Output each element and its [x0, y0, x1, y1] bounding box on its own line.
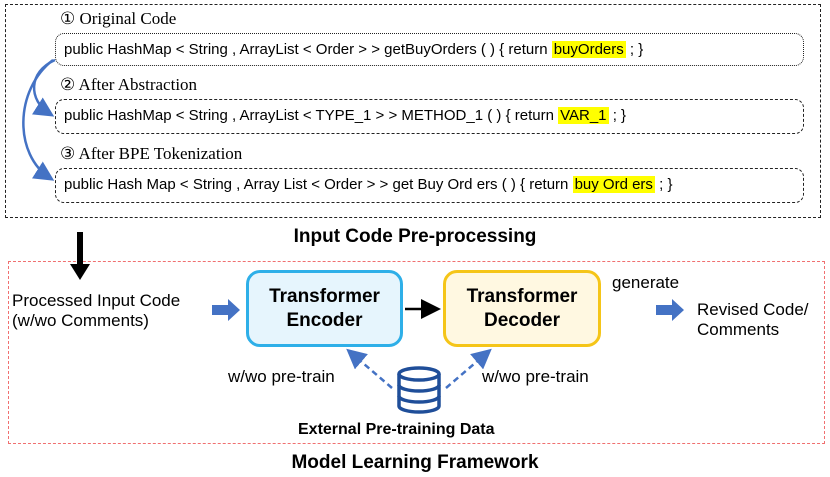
generate-label: generate	[612, 273, 680, 292]
down-arrow	[70, 232, 90, 280]
output-label-line1: Revised Code/	[697, 300, 809, 319]
code-abstraction-end: ; }	[608, 107, 627, 124]
transformer-encoder: Transformer Encoder	[246, 270, 403, 347]
step-1-label: ① Original Code	[60, 9, 177, 28]
curve-arrow-to-bpe	[22, 59, 55, 181]
code-original-text: public HashMap < String , ArrayList < Or…	[64, 41, 552, 58]
pretrain-left-label: w/wo pre-train	[228, 367, 335, 386]
code-bpe-text: public Hash Map < String , Array List < …	[64, 176, 573, 193]
pretrain-to-decoder-arrow	[445, 348, 492, 389]
code-bpe-end: ; }	[654, 176, 673, 193]
highlight-bpe: buy Ord ers	[572, 176, 655, 193]
code-abstraction: public HashMap < String , ArrayList < TY…	[55, 99, 804, 134]
preprocessing-frame	[5, 4, 821, 218]
highlight-original: buyOrders	[551, 41, 626, 58]
framework-title: Model Learning Framework	[291, 452, 539, 473]
transformer-decoder: Transformer Decoder	[443, 270, 601, 347]
output-label-line2: Comments	[697, 320, 780, 339]
code-original: public HashMap < String , ArrayList < Or…	[55, 33, 804, 66]
code-bpe: public Hash Map < String , Array List < …	[55, 168, 804, 203]
decoder-label-line1: Transformer	[466, 285, 578, 307]
input-label-line2: (w/wo Comments)	[12, 311, 149, 330]
code-abstraction-text: public HashMap < String , ArrayList < TY…	[64, 107, 559, 124]
output-label: Revised Code/ Comments	[697, 300, 809, 340]
input-label-line1: Processed Input Code	[12, 291, 181, 310]
decoder-label-line2: Decoder	[483, 309, 561, 331]
external-data-label: External Pre-training Data	[298, 421, 495, 438]
highlight-abstraction: VAR_1	[558, 107, 609, 124]
pretrain-right-label: w/wo pre-train	[482, 367, 589, 386]
step-3-label: ③ After BPE Tokenization	[60, 144, 243, 163]
encoder-label-line1: Transformer	[269, 285, 380, 307]
encoder-label-line2: Encoder	[286, 309, 363, 331]
input-to-encoder-arrow	[212, 299, 240, 321]
input-label: Processed Input Code (w/wo Comments)	[12, 291, 180, 331]
pretrain-to-encoder-arrow	[346, 348, 393, 389]
preprocessing-title: Input Code Pre-processing	[293, 226, 537, 247]
framework-frame	[8, 261, 825, 444]
decoder-to-output-arrow	[656, 299, 684, 321]
step-2-label: ② After Abstraction	[60, 75, 198, 94]
code-original-end: ; }	[625, 41, 644, 58]
database-icon	[397, 366, 441, 414]
